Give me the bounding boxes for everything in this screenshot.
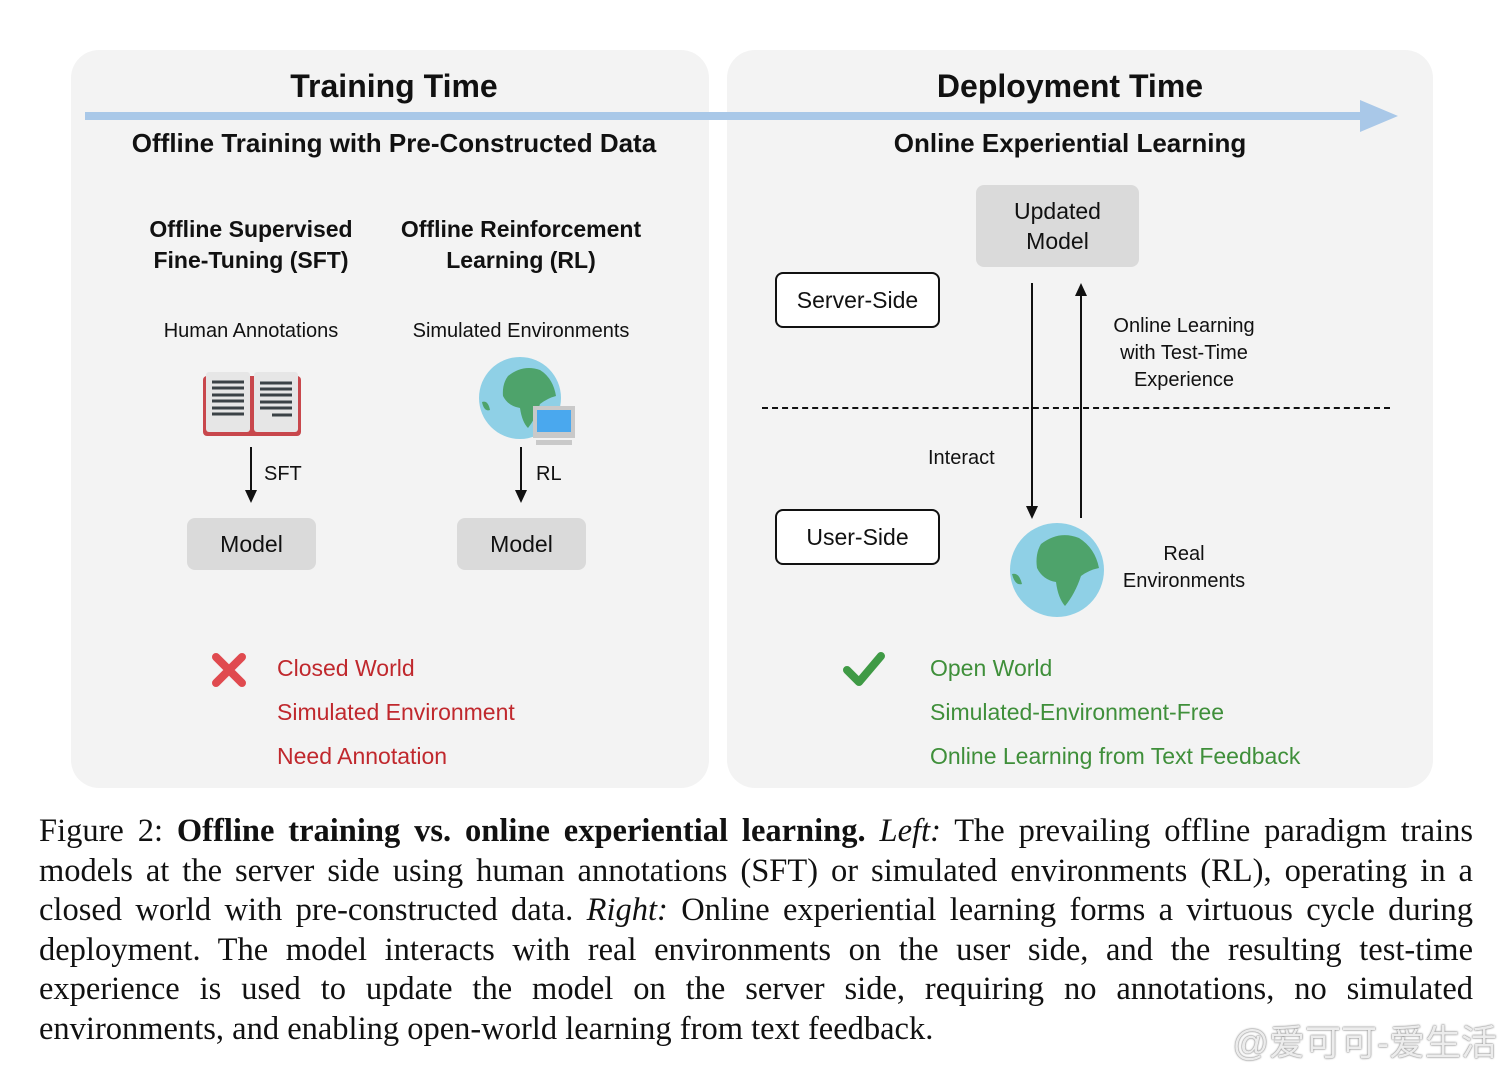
real-environments-label: Real Environments bbox=[1104, 541, 1264, 595]
server-user-divider bbox=[762, 407, 1390, 409]
updated-model-line: Model bbox=[1026, 228, 1089, 254]
interact-arrow bbox=[1031, 283, 1033, 508]
training-time-panel bbox=[71, 50, 709, 788]
sft-heading-line: Offline Supervised bbox=[149, 216, 353, 242]
caption-left-text: The prevailing offline paradigm trains m… bbox=[39, 813, 1473, 928]
caption-left-label: Left: bbox=[879, 813, 941, 849]
sft-arrow-label: SFT bbox=[264, 463, 302, 485]
learning-arrow-head bbox=[1075, 283, 1087, 296]
con-item: Need Annotation bbox=[277, 743, 448, 769]
online-learning-line: Online Learning bbox=[1113, 315, 1255, 337]
caption-title: Offline training vs. online experiential… bbox=[176, 813, 866, 849]
pro-item: Open World bbox=[930, 655, 1053, 681]
online-learning-label: Online Learning with Test-Time Experienc… bbox=[1094, 313, 1274, 394]
online-learning-line: with Test-Time bbox=[1120, 342, 1248, 364]
con-item: Closed World bbox=[277, 655, 415, 681]
pro-item: Simulated-Environment-Free bbox=[930, 699, 1225, 725]
rl-arrow-label: RL bbox=[536, 463, 562, 485]
sft-arrow bbox=[250, 447, 252, 493]
interact-label: Interact bbox=[928, 447, 995, 469]
interact-arrow-head bbox=[1026, 506, 1038, 519]
globe-icon bbox=[1010, 523, 1104, 617]
rl-heading-line: Offline Reinforcement bbox=[400, 216, 642, 242]
rl-model-box: Model bbox=[457, 518, 586, 570]
check-icon bbox=[843, 652, 885, 686]
con-item: Simulated Environment bbox=[277, 699, 515, 725]
sft-arrow-head bbox=[245, 490, 257, 503]
caption-label: Figure 2: bbox=[39, 813, 164, 849]
rl-arrow-head bbox=[515, 490, 527, 503]
training-time-title: Training Time bbox=[290, 68, 498, 104]
learning-arrow bbox=[1080, 296, 1082, 518]
figure-caption: Figure 2: Offline training vs. online ex… bbox=[39, 812, 1473, 1049]
caption-right-label: Right: bbox=[586, 892, 668, 928]
real-env-line: Environments bbox=[1122, 570, 1246, 592]
rl-arrow bbox=[520, 447, 522, 493]
deployment-time-title: Deployment Time bbox=[936, 68, 1204, 104]
online-learning-line: Experience bbox=[1133, 369, 1235, 391]
cross-icon bbox=[212, 653, 246, 687]
sft-heading-line: Fine-Tuning (SFT) bbox=[153, 247, 349, 273]
updated-model-line: Updated bbox=[1014, 198, 1101, 224]
human-annotations-label: Human Annotations bbox=[163, 320, 339, 342]
offline-subtitle: Offline Training with Pre-Constructed Da… bbox=[131, 128, 657, 158]
rl-heading-line: Learning (RL) bbox=[446, 247, 596, 273]
user-side-box: User-Side bbox=[775, 509, 940, 565]
book-icon bbox=[203, 372, 301, 436]
sft-model-box: Model bbox=[187, 518, 316, 570]
online-subtitle: Online Experiential Learning bbox=[893, 128, 1247, 158]
pro-item: Online Learning from Text Feedback bbox=[930, 743, 1301, 769]
watermark: @爱可可-爱生活 bbox=[1232, 1022, 1497, 1063]
simulated-environments-label: Simulated Environments bbox=[412, 320, 630, 342]
timeline-arrow bbox=[85, 100, 1398, 132]
real-env-line: Real bbox=[1163, 543, 1205, 565]
globe-computer-icon bbox=[479, 357, 575, 445]
caption-right-text: Online experiential learning forms a vir… bbox=[39, 892, 1473, 1047]
server-side-box: Server-Side bbox=[775, 272, 940, 328]
